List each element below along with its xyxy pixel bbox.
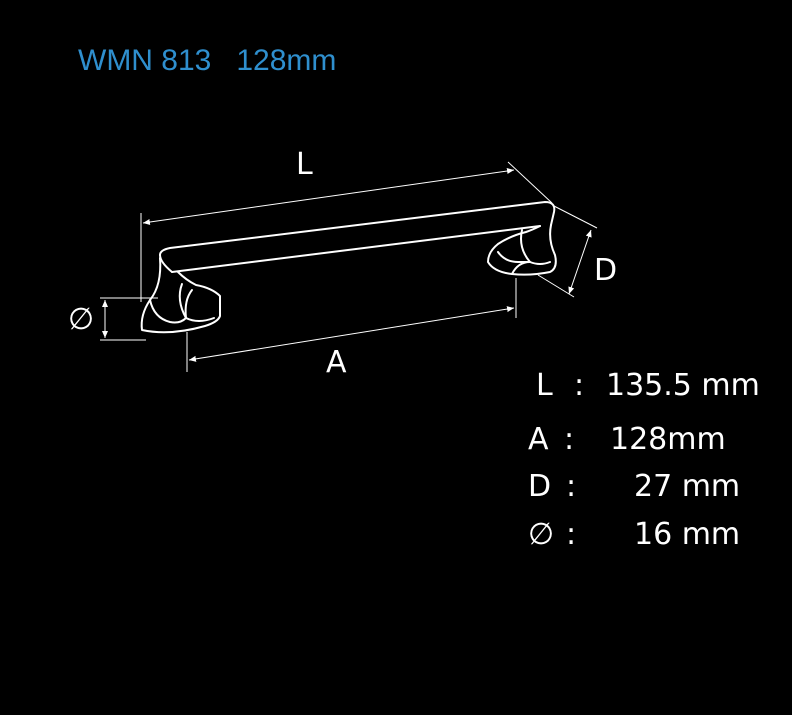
spec-row-depth: D : 27 mm [528, 467, 740, 507]
handle-drawing [100, 161, 598, 372]
dimension-label-depth: D [594, 253, 618, 288]
spec-row-spacing: A : 128mm [528, 420, 726, 460]
spec-colon: : [566, 469, 577, 504]
handle-outline [140, 201, 557, 334]
spec-key: A [528, 422, 549, 457]
spec-key: D [528, 469, 552, 504]
spec-colon: : [564, 422, 575, 457]
dimension-lines [100, 161, 598, 372]
product-title: WMN 813 128mm [78, 44, 336, 78]
spec-colon: : [574, 368, 585, 403]
model-number: WMN 813 [78, 44, 212, 77]
depth-dimension-line [568, 229, 592, 295]
spec-row-diameter: ∅ : 16 mm [528, 515, 740, 555]
dimension-label-spacing: A [326, 345, 347, 380]
spec-value: 135.5 mm [606, 368, 760, 403]
dimension-label-diameter: ∅ [68, 302, 95, 337]
spec-value: 27 mm [634, 469, 741, 504]
spec-key: ∅ [528, 517, 555, 552]
model-size: 128mm [236, 44, 337, 77]
length-dimension-line [142, 168, 515, 225]
spec-colon: : [566, 517, 577, 552]
spec-value: 16 mm [634, 517, 741, 552]
hole-spacing-dimension-line [188, 306, 515, 362]
dimension-label-length: L [296, 147, 313, 182]
spec-key: L [536, 368, 553, 403]
spec-value: 128mm [610, 422, 726, 457]
spec-row-length: L : 135.5 mm [536, 366, 760, 406]
